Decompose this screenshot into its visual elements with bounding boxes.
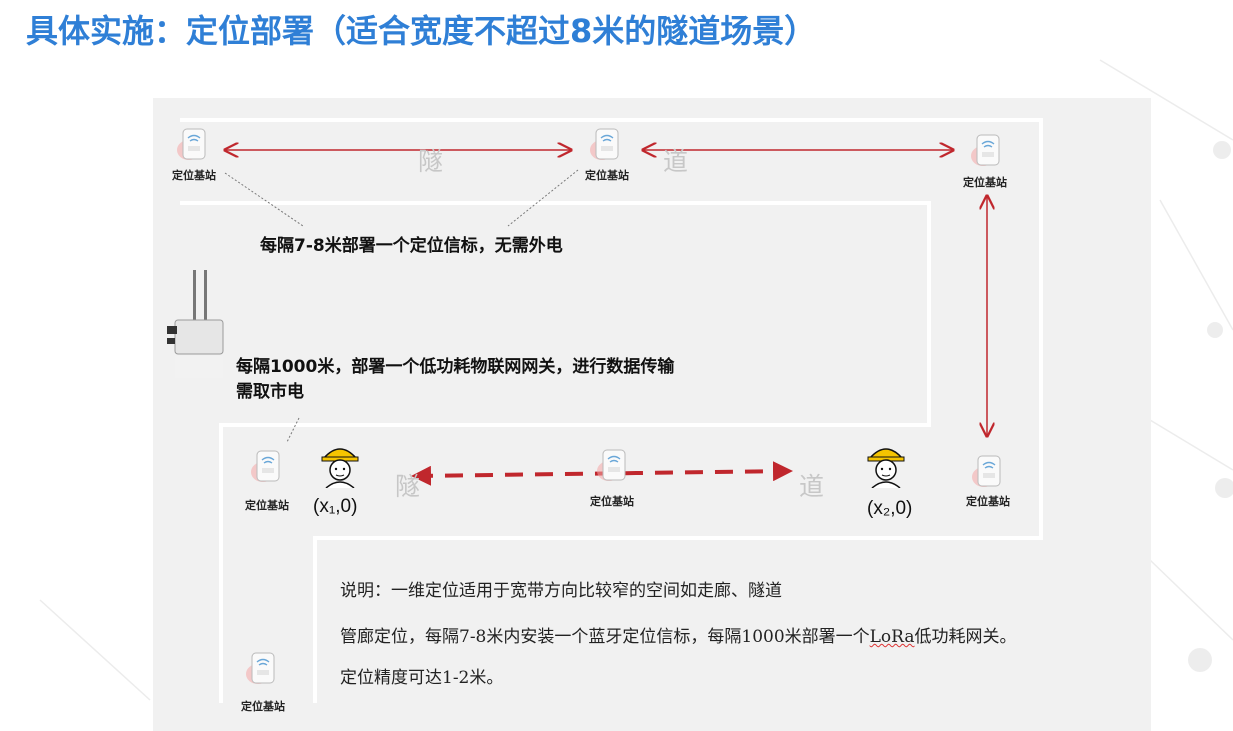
gateway-note-line2: 需取市电 <box>236 382 304 402</box>
pointer-line-3 <box>286 417 300 443</box>
beacon-icon <box>177 128 206 160</box>
tunnel-char-dao: 道 <box>799 472 825 501</box>
pointer-line-2 <box>507 169 579 227</box>
description-line1: 说明：一维定位适用于宽带方向比较窄的空间如走廊、隧道 <box>340 581 782 601</box>
page-title: 具体实施：定位部署（适合宽度不超过8米的隧道场景） <box>26 12 817 50</box>
beacon-label: 定位基站 <box>590 495 634 508</box>
tunnel-char-sui: 隧 <box>418 147 444 176</box>
beacon-label: 定位基站 <box>966 495 1010 508</box>
beacon-icon <box>971 134 1000 166</box>
description-line2-text: 管廊定位，每隔7-8米内安装一个蓝牙定位信标，每隔1000米部署一个 <box>340 627 870 647</box>
description-line3: 定位精度可达1-2米。 <box>340 668 504 688</box>
tunnel-char-sui: 隧 <box>395 472 421 501</box>
description-lora: LoRa <box>869 627 915 647</box>
beacon-label: 定位基站 <box>241 700 285 713</box>
gateway-device-icon <box>167 270 224 378</box>
beacon-icon <box>246 652 275 684</box>
tunnel-char-dao: 道 <box>663 147 689 176</box>
beacon-label: 定位基站 <box>172 169 216 182</box>
coord-left: (x₁,0) <box>313 496 358 517</box>
beacon-icon <box>597 449 626 481</box>
beacon-icon <box>590 128 619 160</box>
beacon-label: 定位基站 <box>963 176 1007 189</box>
beacon-icon <box>972 455 1001 487</box>
coord-right: (x₂,0) <box>867 498 913 519</box>
beacon-label: 定位基站 <box>585 169 629 182</box>
beacon-label: 定位基站 <box>245 499 289 512</box>
gateway-note-line1: 每隔1000米，部署一个低功耗物联网网关，进行数据传输 <box>236 357 675 377</box>
description-line2: 管廊定位，每隔7-8米内安装一个蓝牙定位信标，每隔1000米部署一个LoRa低功… <box>340 622 1017 647</box>
worker-icon <box>867 448 905 488</box>
tunnel-walls <box>180 118 1043 703</box>
worker-icon <box>321 448 359 488</box>
pointer-line-1 <box>224 172 304 227</box>
description-line2-end: 低功耗网关。 <box>914 627 1017 647</box>
beacon-note: 每隔7-8米部署一个定位信标，无需外电 <box>260 236 563 256</box>
beacon-icon <box>251 450 280 482</box>
